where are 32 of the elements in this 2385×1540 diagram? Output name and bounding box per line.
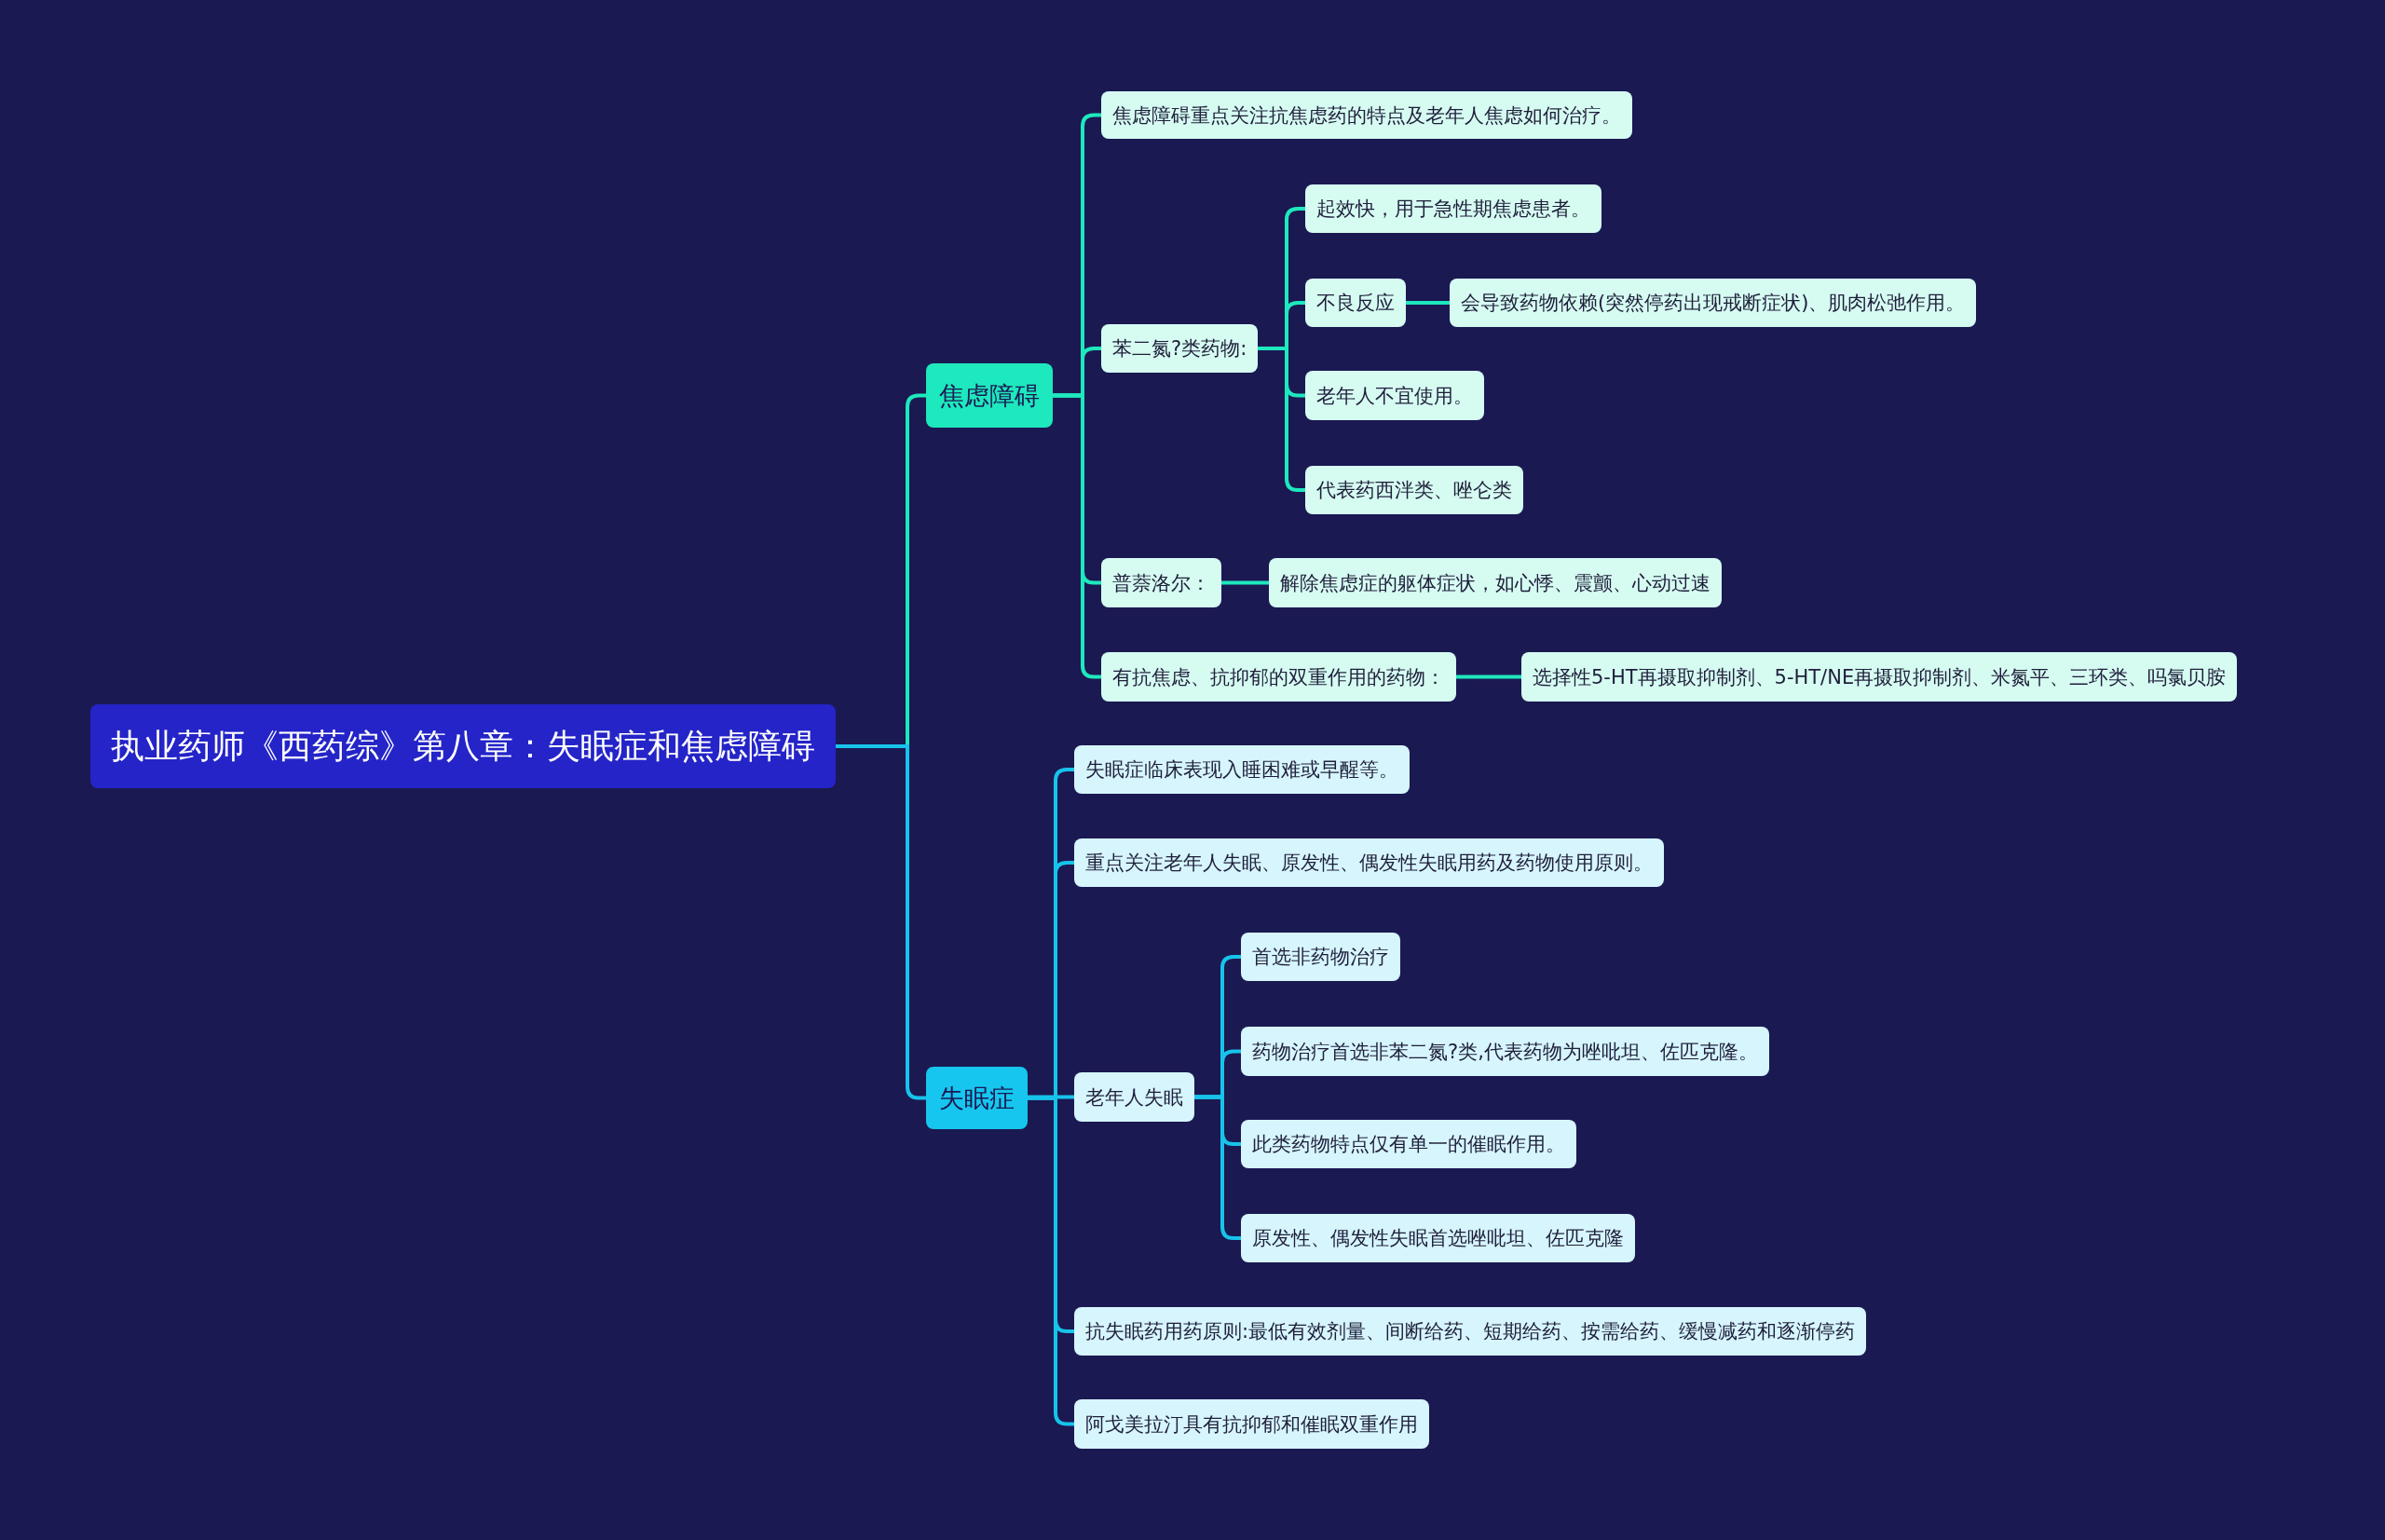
subtopic-box: 苯二氮?类药物: [1101, 324, 1259, 373]
subtopic-box: 抗失眠药用药原则:最低有效剂量、间断给药、短期给药、按需给药、缓慢减药和逐渐停药 [1074, 1307, 1867, 1356]
connector-line [836, 744, 926, 1100]
connector-line [1406, 301, 1450, 305]
subtopic-box: 解除焦虑症的躯体症状，如心悸、震颤、心动过速 [1269, 558, 1722, 607]
subtopic-box: 失眠症临床表现入睡困难或早醒等。 [1074, 745, 1410, 794]
subtopic-box: 老年人失眠 [1074, 1072, 1194, 1122]
connector-line [1028, 1096, 1074, 1426]
subtopic-box: 会导致药物依赖(突然停药出现戒断症状)、肌肉松弛作用。 [1450, 279, 1977, 327]
subtopic-box: 普萘洛尔： [1101, 558, 1221, 607]
subtopic-box: 重点关注老年人失眠、原发性、偶发性失眠用药及药物使用原则。 [1074, 838, 1664, 887]
subtopic-box: 有抗焦虑、抗抑郁的双重作用的药物： [1101, 652, 1456, 702]
subtopic-box: 药物治疗首选非苯二氮?类,代表药物为唑吡坦、佐匹克隆。 [1241, 1027, 1769, 1076]
branch-topic: 失眠症 [926, 1067, 1028, 1129]
connector-line [1258, 347, 1305, 492]
subtopic-box: 焦虑障碍重点关注抗焦虑药的特点及老年人焦虑如何治疗。 [1101, 91, 1632, 139]
subtopic-box: 老年人不宜使用。 [1305, 371, 1484, 420]
branch-topic: 焦虑障碍 [926, 363, 1053, 428]
connector-line [1194, 1095, 1241, 1240]
subtopic-box: 此类药物特点仅有单一的催眠作用。 [1241, 1120, 1576, 1168]
central-topic: 执业药师《西药综》第八章：失眠症和焦虑障碍 [90, 704, 836, 788]
connector-line [1053, 393, 1101, 679]
subtopic-box: 代表药西泮类、唑仑类 [1305, 466, 1523, 514]
subtopic-box: 不良反应 [1305, 279, 1406, 327]
subtopic-box: 选择性5-HT再摄取抑制剂、5-HT/NE再摄取抑制剂、米氮平、三环类、吗氯贝胺 [1521, 652, 2238, 702]
connector-line [1456, 675, 1521, 679]
connector-line [1028, 1095, 1074, 1099]
connector-line [1221, 580, 1269, 585]
subtopic-box: 阿戈美拉汀具有抗抑郁和催眠双重作用 [1074, 1399, 1429, 1449]
subtopic-box: 首选非药物治疗 [1241, 933, 1400, 981]
subtopic-box: 起效快，用于急性期焦虑患者。 [1305, 184, 1601, 233]
subtopic-box: 原发性、偶发性失眠首选唑吡坦、佐匹克隆 [1241, 1214, 1635, 1262]
